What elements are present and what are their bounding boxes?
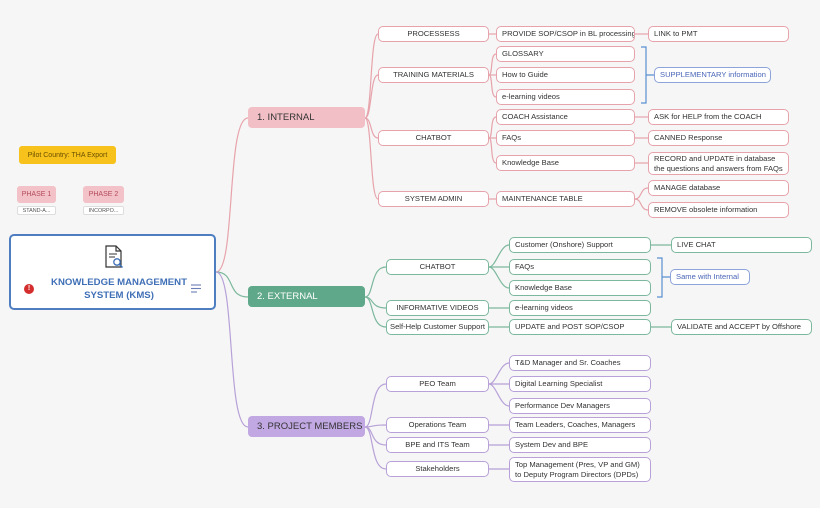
summary-same-with-internal[interactable]: Same with Internal bbox=[670, 269, 750, 285]
document-search-icon bbox=[105, 245, 124, 269]
node-processes[interactable]: PROCESSESS bbox=[378, 26, 489, 42]
node-live-chat[interactable]: LIVE CHAT bbox=[671, 237, 812, 253]
node-maintenance-table[interactable]: MAINTENANCE TABLE bbox=[496, 191, 635, 207]
phase-2-note: INCORPO... bbox=[83, 206, 124, 215]
node-faqs-internal[interactable]: FAQs bbox=[496, 130, 635, 146]
node-manage-database[interactable]: MANAGE database bbox=[648, 180, 789, 196]
node-canned-response[interactable]: CANNED Response bbox=[648, 130, 789, 146]
phase-1-tag[interactable]: PHASE 1 bbox=[17, 186, 56, 203]
node-customer-support[interactable]: Customer (Onshore) Support bbox=[509, 237, 651, 253]
branch-project-members[interactable]: 3. PROJECT MEMBERS bbox=[248, 416, 365, 437]
node-system-dev[interactable]: System Dev and BPE bbox=[509, 437, 651, 453]
node-chatbot-internal[interactable]: CHATBOT bbox=[378, 130, 489, 146]
node-elearning-external[interactable]: e-learning videos bbox=[509, 300, 651, 316]
node-digital-learning[interactable]: Digital Learning Specialist bbox=[509, 376, 651, 392]
node-provide-sop[interactable]: PROVIDE SOP/CSOP in BL processing bbox=[496, 26, 635, 42]
node-record-update[interactable]: RECORD and UPDATE in database the questi… bbox=[648, 152, 789, 175]
node-team-leaders[interactable]: Team Leaders, Coaches, Managers bbox=[509, 417, 651, 433]
summary-supplementary[interactable]: SUPPLEMENTARY information bbox=[654, 67, 771, 83]
node-validate-accept[interactable]: VALIDATE and ACCEPT by Offshore bbox=[671, 319, 812, 335]
node-bpe-its-team[interactable]: BPE and ITS Team bbox=[386, 437, 489, 453]
pilot-country-tag[interactable]: Pilot Country: THA Export bbox=[19, 146, 116, 164]
branch-internal[interactable]: 1. INTERNAL bbox=[248, 107, 365, 128]
node-informative-videos[interactable]: INFORMATIVE VIDEOS bbox=[386, 300, 489, 316]
node-system-admin[interactable]: SYSTEM ADMIN bbox=[378, 191, 489, 207]
phase-2-tag[interactable]: PHASE 2 bbox=[83, 186, 124, 203]
node-elearning-internal[interactable]: e-learning videos bbox=[496, 89, 635, 105]
node-coach-assistance[interactable]: COACH Assistance bbox=[496, 109, 635, 125]
node-ask-help[interactable]: ASK for HELP from the COACH bbox=[648, 109, 789, 125]
node-self-help[interactable]: Self-Help Customer Support bbox=[386, 319, 489, 335]
node-stakeholders[interactable]: Stakeholders bbox=[386, 461, 489, 477]
alert-icon[interactable]: ! bbox=[24, 284, 34, 294]
node-faqs-external[interactable]: FAQs bbox=[509, 259, 651, 275]
node-link-pmt[interactable]: LINK to PMT bbox=[648, 26, 789, 42]
node-knowledge-base-external[interactable]: Knowledge Base bbox=[509, 280, 651, 296]
node-how-to-guide[interactable]: How to Guide bbox=[496, 67, 635, 83]
node-chatbot-external[interactable]: CHATBOT bbox=[386, 259, 489, 275]
node-peo-team[interactable]: PEO Team bbox=[386, 376, 489, 392]
phase-1-note: STAND-A... bbox=[17, 206, 56, 215]
node-operations-team[interactable]: Operations Team bbox=[386, 417, 489, 433]
node-performance-dev[interactable]: Performance Dev Managers bbox=[509, 398, 651, 414]
node-update-post-sop[interactable]: UPDATE and POST SOP/CSOP bbox=[509, 319, 651, 335]
node-top-management[interactable]: Top Management (Pres, VP and GM) to Depu… bbox=[509, 457, 651, 482]
node-remove-obsolete[interactable]: REMOVE obsolete information bbox=[648, 202, 789, 218]
node-td-manager[interactable]: T&D Manager and Sr. Coaches bbox=[509, 355, 651, 371]
branch-external[interactable]: 2. EXTERNAL bbox=[248, 286, 365, 307]
node-knowledge-base-internal[interactable]: Knowledge Base bbox=[496, 155, 635, 171]
root-topic[interactable]: ! KNOWLEDGE MANAGEMENT SYSTEM (KMS) bbox=[9, 234, 216, 310]
node-training-materials[interactable]: TRAINING MATERIALS bbox=[378, 67, 489, 83]
node-glossary[interactable]: GLOSSARY bbox=[496, 46, 635, 62]
notes-icon[interactable] bbox=[191, 284, 201, 293]
root-title: KNOWLEDGE MANAGEMENT SYSTEM (KMS) bbox=[51, 277, 187, 301]
